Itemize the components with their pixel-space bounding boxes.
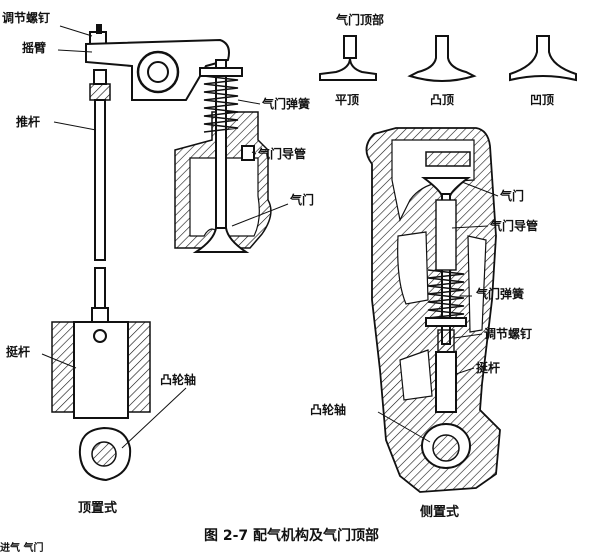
concave-head-label: 凹顶: [530, 93, 554, 107]
valve-guide-label: 气门导管: [257, 146, 306, 161]
flat-head-label: 平顶: [335, 93, 359, 107]
side-tappet-label: 挺杆: [476, 360, 500, 375]
valve-head-title: 气门顶部: [335, 12, 384, 27]
side-tappet-part: [435, 351, 457, 413]
valve-head-types: [319, 35, 577, 82]
adjust-screw-label: 调节螺钉: [2, 10, 50, 25]
convex-valve-head: [407, 35, 477, 82]
figure-caption: 图 2-7 配气机构及气门顶部: [204, 527, 379, 544]
side-adjust-screw-label: 调节螺钉: [484, 326, 532, 341]
push-rod-part: [94, 99, 106, 261]
side-valve-guide-label: 气门导管: [489, 218, 538, 233]
side-valve-guide-part: [435, 199, 457, 271]
side-adjust-screw-part: [437, 329, 455, 353]
valve-label: 气门: [289, 192, 314, 207]
flat-valve-head: [319, 35, 377, 81]
concave-valve-head: [509, 35, 577, 82]
side-valve-spring-label: 气门弹簧: [475, 286, 524, 301]
side-valve-spring-part: [425, 269, 467, 327]
leader-lines: [41, 25, 499, 449]
push-rod-label: 推杆: [16, 114, 40, 129]
side-caption: 侧置式: [420, 504, 459, 520]
bottom-fragment: 进气 气门: [0, 541, 43, 552]
side-valve-mechanism: [365, 127, 501, 493]
tappet-label: 挺杆: [6, 344, 30, 359]
convex-head-label: 凸顶: [430, 93, 454, 107]
valve-spring-label: 气门弹簧: [261, 96, 310, 111]
valve-spring-part: [199, 67, 243, 133]
rocker-arm-label: 摇臂: [22, 40, 46, 55]
valve-guide-part: [241, 145, 255, 161]
valve-stem: [215, 59, 227, 251]
overhead-valve-mechanism: [51, 24, 272, 482]
overhead-caption: 顶置式: [78, 500, 117, 516]
side-camshaft-label: 凸轮轴: [310, 402, 346, 417]
side-valve-label: 气门: [499, 188, 524, 203]
camshaft-label: 凸轮轴: [160, 372, 196, 387]
